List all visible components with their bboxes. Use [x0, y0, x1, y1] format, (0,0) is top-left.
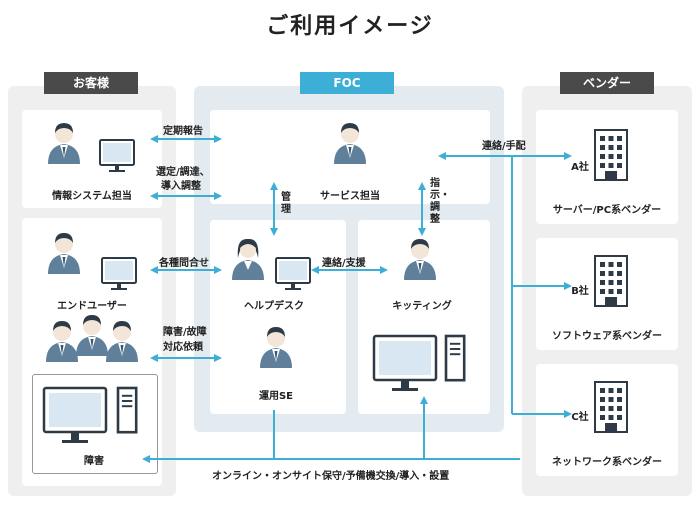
vendor-b-building-icon — [594, 255, 628, 307]
inquiries-label: 各種問合せ — [159, 258, 209, 269]
kitting-person-icon — [404, 239, 436, 280]
service-person-icon — [334, 123, 366, 164]
instruct-label: 指示・調整 — [430, 178, 450, 225]
ops-se-label: 運用SE — [258, 391, 294, 402]
customer-header: お客様 — [44, 72, 138, 94]
vendor-c-building-icon — [594, 381, 628, 433]
end-user-label: エンドユーザー — [57, 301, 127, 312]
vendor-a-name: A社 — [571, 162, 589, 173]
vendor-header: ベンダー — [560, 72, 654, 94]
failure-pc-icon — [42, 386, 138, 443]
vendor-b-name: B社 — [571, 286, 589, 297]
kitting-pc-icon — [372, 334, 466, 391]
bottom-service-label: オンライン・オンサイト保守/予備機交換/導入・設置 — [212, 471, 450, 482]
helpdesk-person-icon — [232, 238, 264, 280]
vendor-c-name: C社 — [571, 412, 589, 423]
vendor-b-desc: ソフトウェア系ベンダー — [552, 331, 662, 342]
info-system-label: 情報システム担当 — [52, 191, 132, 202]
end-user-person-icon — [48, 233, 80, 274]
info-system-person-icon — [48, 123, 80, 164]
vendor-c-desc: ネットワーク系ベンダー — [552, 457, 662, 468]
vendor-a-desc: サーバー/PC系ベンダー — [552, 205, 662, 216]
info-system-card — [22, 110, 162, 208]
kitting-label: キッティング — [392, 301, 452, 312]
selection-label-1: 選定/調達、 — [156, 167, 210, 178]
failure-request-label-2: 対応依頼 — [163, 342, 203, 353]
helpdesk-monitor-icon — [275, 257, 311, 291]
group-person-icon — [76, 315, 108, 356]
regular-report-label: 定期報告 — [163, 126, 203, 137]
group-person-icon — [106, 321, 138, 362]
end-user-monitor-icon — [101, 257, 137, 291]
ops-se-person-icon — [260, 327, 292, 368]
management-label: 管理 — [281, 192, 291, 215]
page-title: ご利用イメージ — [266, 14, 434, 39]
liaison-support-label: 連絡/支援 — [322, 258, 366, 269]
helpdesk-label: ヘルプデスク — [244, 301, 304, 312]
failure-label: 障害 — [84, 456, 104, 467]
helpdesk-card — [210, 220, 346, 414]
group-person-icon — [46, 321, 78, 362]
liaison-arrange-label: 連絡/手配 — [482, 141, 526, 152]
selection-label-2: 導入調整 — [161, 181, 201, 192]
foc-header: FOC — [300, 72, 394, 94]
info-system-monitor-icon — [99, 139, 135, 173]
failure-request-label-1: 障害/故障 — [163, 327, 207, 338]
service-label: サービス担当 — [320, 191, 380, 202]
